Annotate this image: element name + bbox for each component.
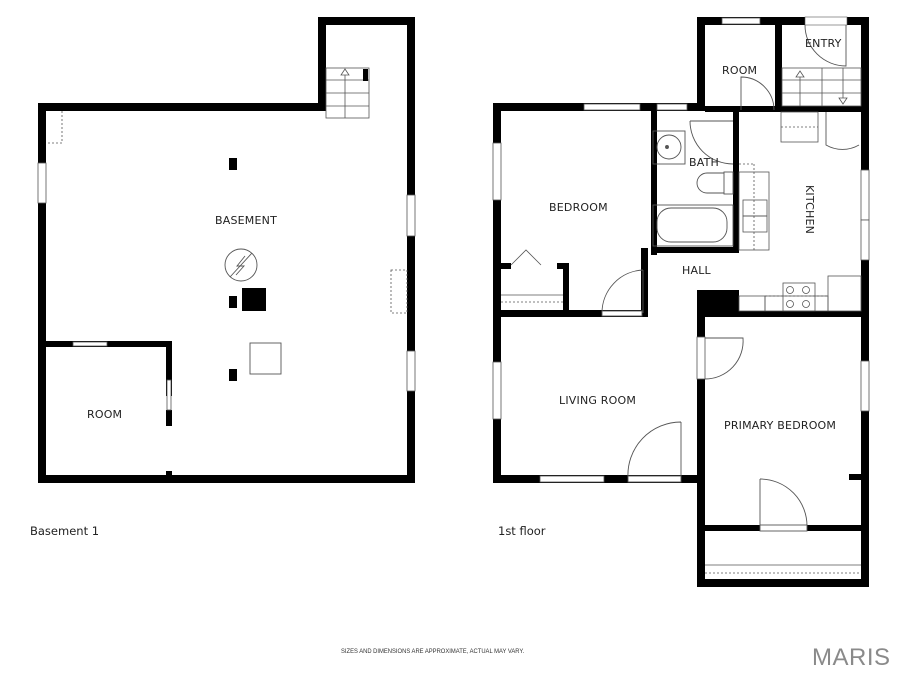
disclaimer-text: SIZES AND DIMENSIONS ARE APPROXIMATE, AC… [341,648,525,655]
brand-watermark: MARIS [812,644,891,671]
basement-stairs [325,67,370,119]
room-label-basement: BASEMENT [215,214,277,227]
bath-fixtures [652,130,734,247]
basement-dashed-outlines [48,111,408,314]
entry-door-threshold [804,16,848,26]
first-floor-stairs [781,67,862,107]
basement-windows [37,162,416,411]
room-label-hall: HALL [682,264,711,277]
primary-closet-shelf [705,564,861,574]
stair-rail [363,69,368,81]
room-label-bath: BATH [689,156,720,169]
basement-floor-plan [37,17,416,483]
water-heater-icon [224,248,258,282]
room-label-room: ROOM [722,64,758,77]
room-label-bedroom: BEDROOM [549,201,608,214]
room-label-primary-bedroom: PRIMARY BEDROOM [724,419,837,432]
basement-appliance-box [249,342,282,375]
kitchen-fixtures [738,111,862,312]
room-label-basement-room: ROOM [87,408,123,421]
floor-label-first-floor: 1st floor [498,524,546,538]
floor-label-basement: Basement 1 [30,524,100,538]
room-label-kitchen: KITCHEN [803,185,816,235]
first-floor-plan [492,16,870,587]
first-floor-windows [492,17,870,483]
doors [601,24,860,532]
basement-columns [229,158,266,381]
basement-walls [38,17,415,483]
room-label-living-room: LIVING ROOM [559,394,637,407]
bedroom-closet [501,249,563,303]
room-label-entry: ENTRY [805,37,842,50]
